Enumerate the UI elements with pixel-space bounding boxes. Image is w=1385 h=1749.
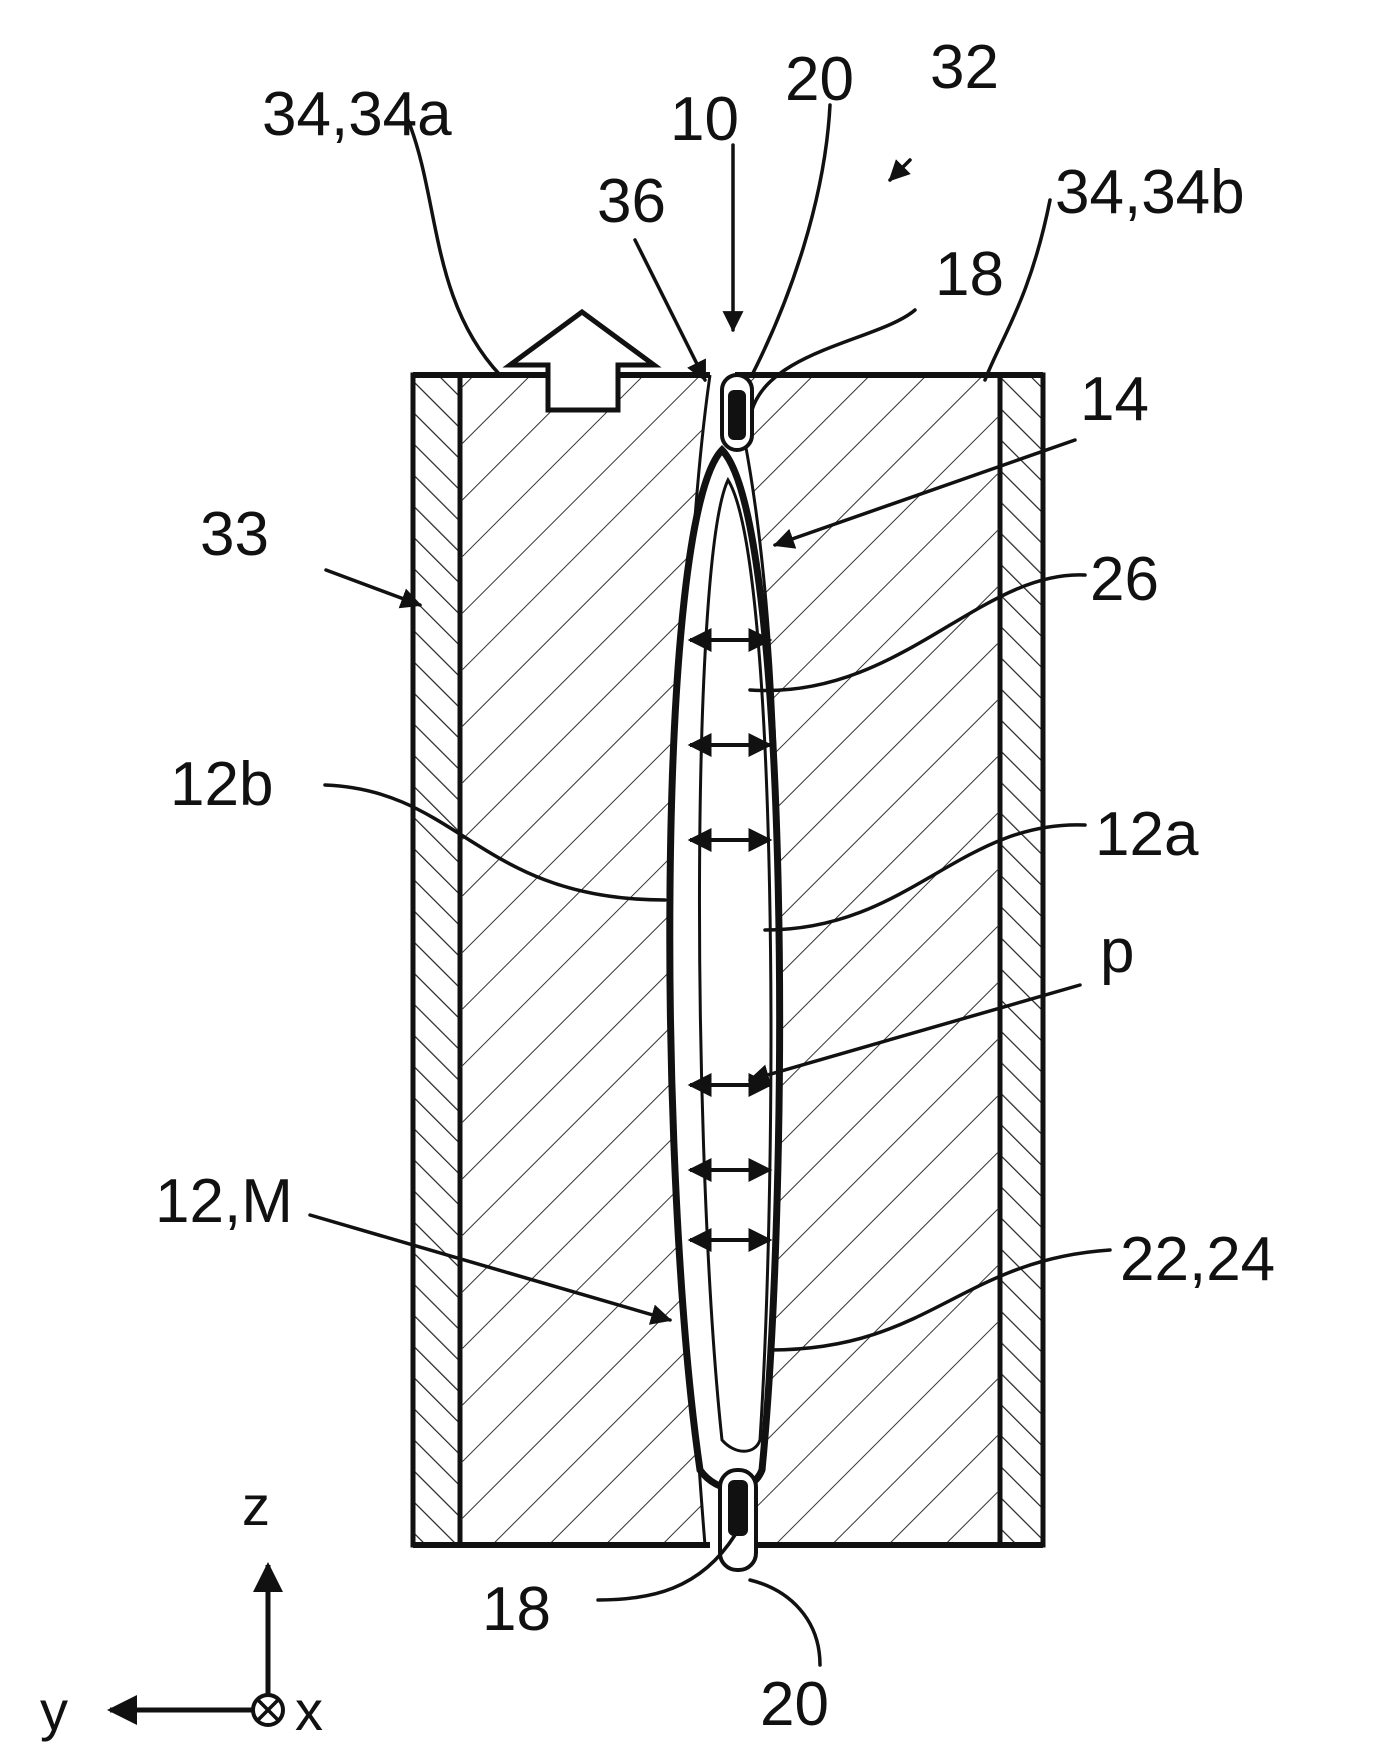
label-32: 32 <box>930 33 999 102</box>
label-p: p <box>1100 917 1134 986</box>
label-18-top: 18 <box>935 240 1004 309</box>
label-20-top: 20 <box>785 45 854 114</box>
connector-bottom <box>720 1470 756 1570</box>
label-18-bottom: 18 <box>482 1575 551 1644</box>
label-14: 14 <box>1080 365 1149 434</box>
label-10: 10 <box>670 85 739 154</box>
label-36: 36 <box>597 167 666 236</box>
label-12b: 12b <box>170 750 273 819</box>
label-12a: 12a <box>1095 800 1199 869</box>
label-33: 33 <box>200 500 269 569</box>
label-34b: 34,34b <box>1055 158 1245 227</box>
label-22-24: 22,24 <box>1120 1225 1275 1294</box>
label-34a: 34,34a <box>262 80 452 149</box>
axis-label-z: z <box>242 1474 270 1537</box>
label-12m: 12,M <box>155 1167 293 1236</box>
label-20-bottom: 20 <box>760 1670 829 1739</box>
coordinate-axes: z y x <box>40 1474 323 1742</box>
axis-label-x: x <box>295 1679 323 1742</box>
axis-label-y: y <box>40 1679 68 1742</box>
hollow-component-12 <box>670 450 780 1489</box>
label-26: 26 <box>1090 545 1159 614</box>
connector-top <box>722 375 752 450</box>
